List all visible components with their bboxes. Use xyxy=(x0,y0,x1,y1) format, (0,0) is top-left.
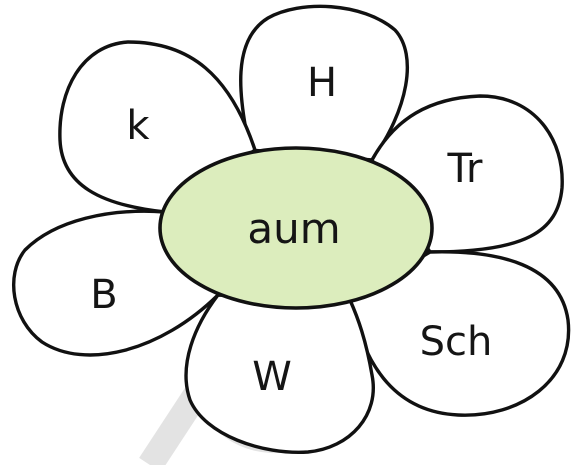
petal-lower-right xyxy=(348,250,571,417)
petal-bottom-label: W xyxy=(252,354,292,400)
petal-upper-right-label: Tr xyxy=(447,146,484,192)
petal-lower-right-label: Sch xyxy=(420,319,493,365)
center-label: aum xyxy=(247,204,340,253)
petal-bottom xyxy=(184,293,375,454)
flower-center xyxy=(158,146,434,310)
petal-top xyxy=(239,4,409,162)
petal-left-label: B xyxy=(90,272,117,318)
petals xyxy=(12,4,571,454)
petal-upper-left-label: k xyxy=(126,103,150,149)
petal-top-label: H xyxy=(307,60,337,106)
